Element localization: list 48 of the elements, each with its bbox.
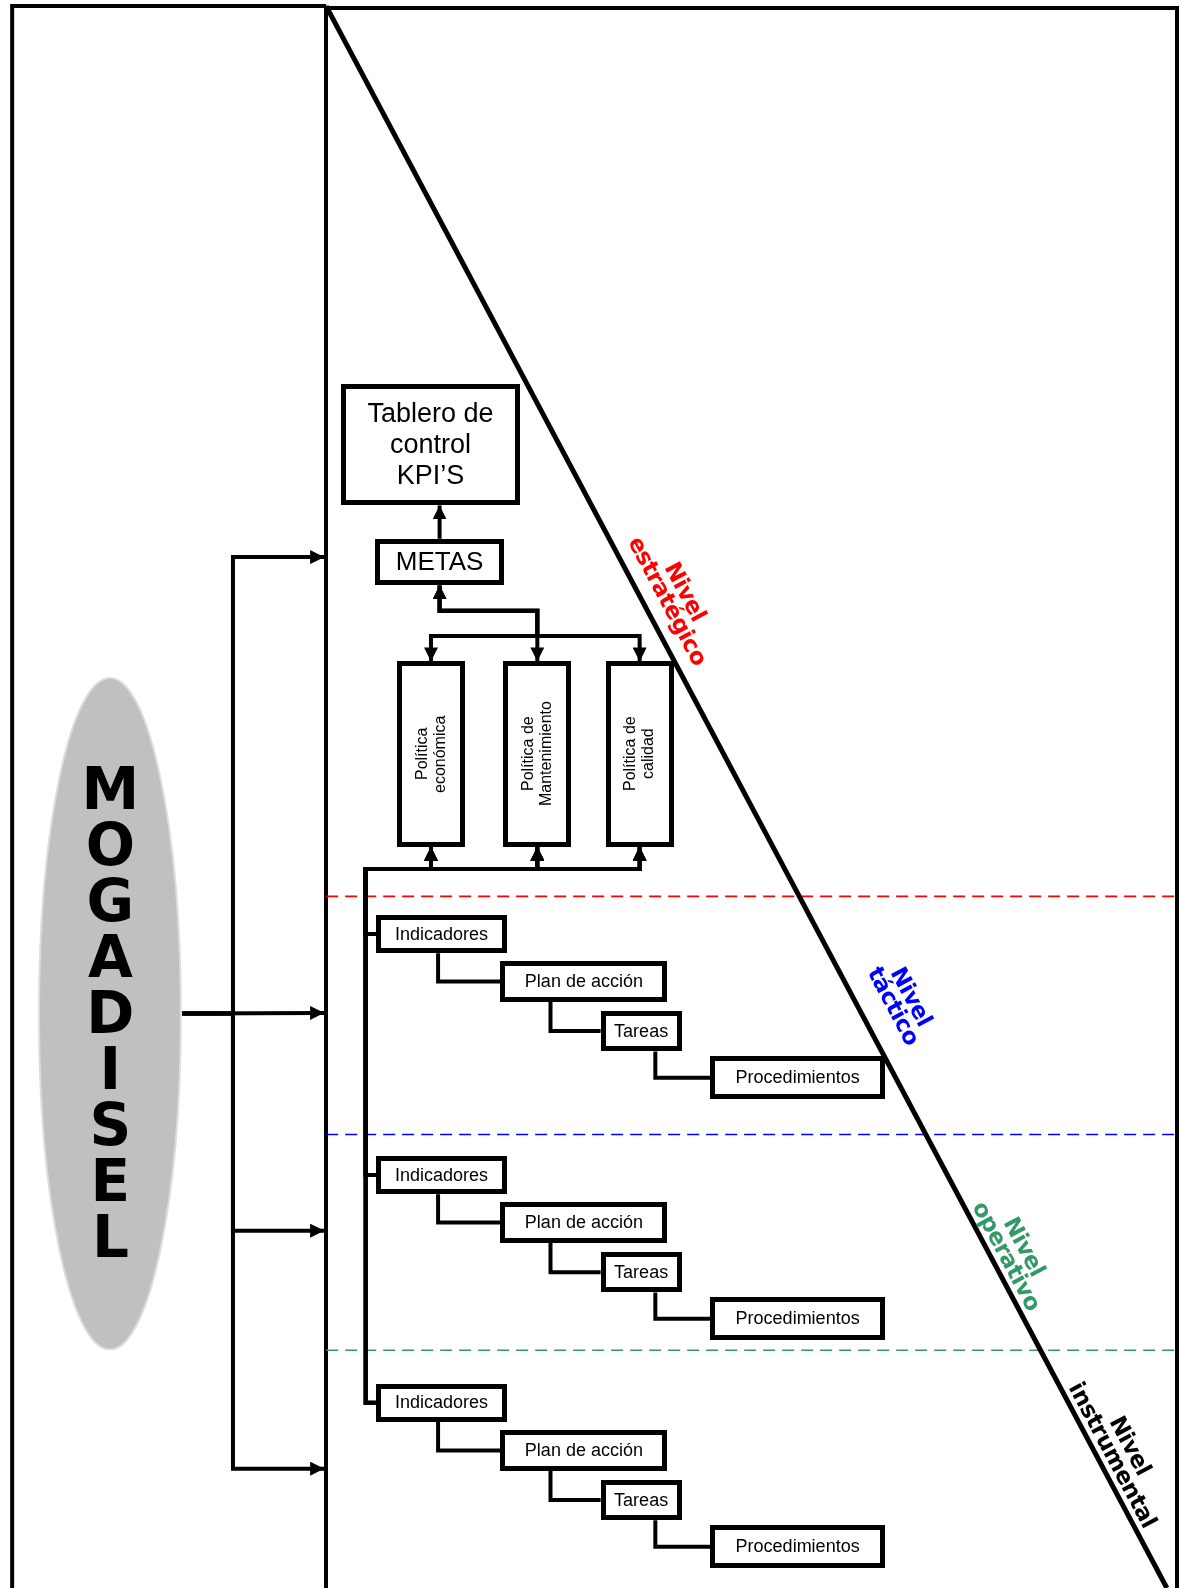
connector-line xyxy=(548,1001,601,1034)
box-label: Tareas xyxy=(614,1261,669,1283)
oval-node xyxy=(38,676,183,1351)
connector-line xyxy=(436,953,501,984)
process-box xyxy=(503,661,572,847)
arrow xyxy=(432,585,647,662)
box-label: Plan de acción xyxy=(524,1212,643,1233)
box-label: Procedimientos xyxy=(735,1308,860,1330)
box-label: Procedimientos xyxy=(735,1536,860,1557)
arrow xyxy=(432,505,447,539)
process-box xyxy=(375,914,508,954)
box-label: Política de Mantenimiento xyxy=(518,700,556,809)
box-label: Indicadores xyxy=(395,1164,489,1186)
connector-line xyxy=(653,1051,711,1080)
process-box xyxy=(710,1525,886,1568)
box-label: Plan de acción xyxy=(524,971,643,992)
process-box xyxy=(600,1010,682,1052)
box-label: Indicadores xyxy=(395,923,489,945)
process-box xyxy=(375,1383,508,1423)
process-box xyxy=(500,1202,668,1243)
connector-line xyxy=(653,1520,711,1549)
process-box xyxy=(500,1430,668,1471)
connector-line xyxy=(653,1292,711,1321)
box-label: Procedimientos xyxy=(735,1067,860,1089)
box-label: Tareas xyxy=(614,1489,669,1511)
connector-line xyxy=(436,1194,501,1225)
connector-line xyxy=(548,1242,601,1275)
process-box xyxy=(710,1056,886,1099)
box-label: Tareas xyxy=(614,1020,669,1042)
process-box xyxy=(500,961,668,1002)
process-box xyxy=(600,1479,682,1521)
connector-line xyxy=(548,1470,601,1503)
arrow xyxy=(182,1011,325,1476)
process-box xyxy=(341,383,520,506)
box-label: Tablero de control KPI’S xyxy=(366,398,495,492)
connector-line xyxy=(436,1422,501,1453)
process-box xyxy=(710,1297,886,1340)
box-label: Política económica xyxy=(412,714,449,795)
box-label: Plan de acción xyxy=(524,1440,643,1461)
vertical-title: MOGADISEL xyxy=(81,761,140,1266)
box-label: Política de calidad xyxy=(621,715,658,794)
process-box xyxy=(397,661,465,847)
box-label: METAS xyxy=(395,547,484,578)
process-box xyxy=(375,1155,508,1195)
process-box xyxy=(374,538,505,586)
box-label: Indicadores xyxy=(395,1392,489,1414)
process-box xyxy=(600,1251,682,1293)
arrow xyxy=(363,846,647,1405)
